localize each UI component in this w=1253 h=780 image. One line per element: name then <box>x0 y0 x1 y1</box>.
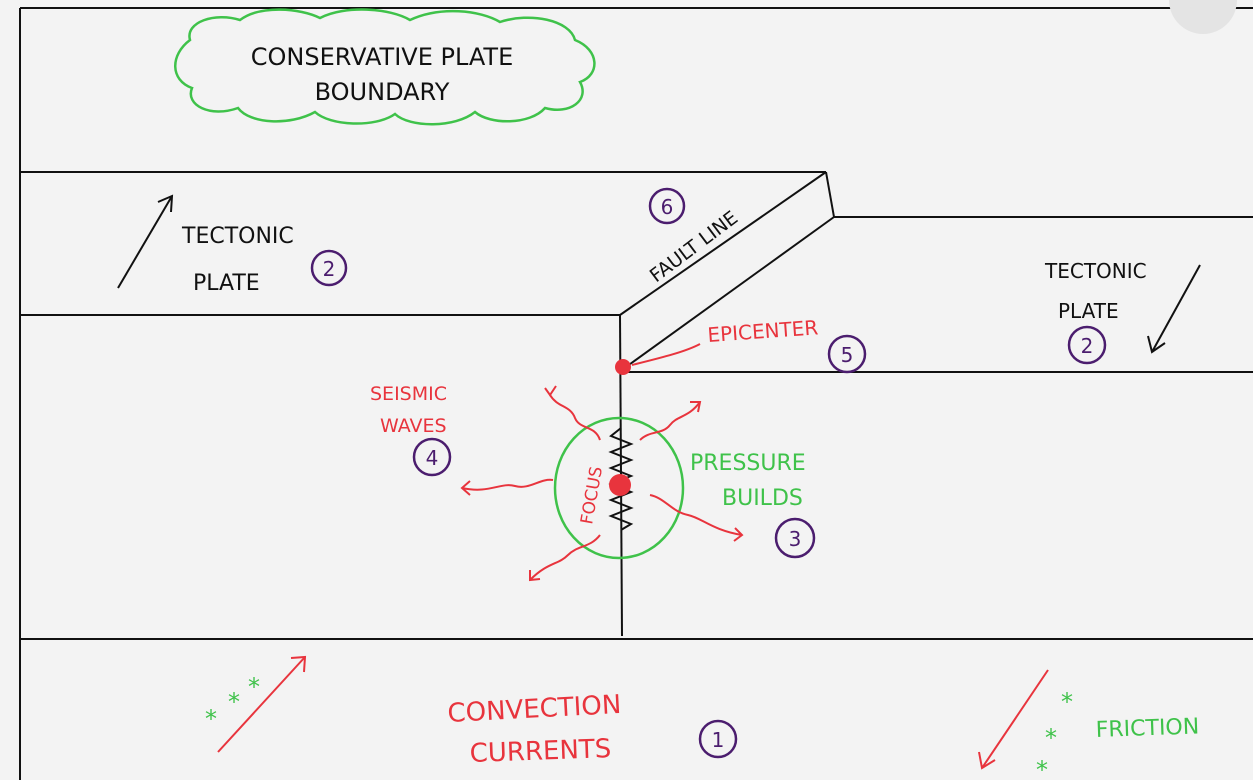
friction-star-left-2: * <box>228 688 240 716</box>
left-plate-label-tectonic: TECTONIC <box>181 224 294 249</box>
right-plate-label-tectonic: TECTONIC <box>1044 259 1147 283</box>
title-cloud <box>174 8 596 126</box>
left-plate-arrow <box>117 195 173 289</box>
convection-number-circle <box>698 719 738 759</box>
waves-number: 4 <box>426 446 439 470</box>
friction-label: FRICTION <box>1095 714 1199 743</box>
corner-shadow <box>1169 0 1237 34</box>
wave-arrow-right-head <box>733 527 744 542</box>
right-plate-number-circle <box>1067 325 1107 365</box>
right-plate-arrow <box>1151 264 1201 353</box>
seismic-wave-arrows <box>460 385 744 582</box>
fault-number-circle <box>648 187 686 225</box>
friction-star-left-3: * <box>248 673 260 701</box>
epicenter-dot <box>615 359 631 375</box>
left-plate-number-circle <box>310 249 348 287</box>
convection-arrow-right <box>981 669 1049 769</box>
fault-number: 6 <box>661 195 674 219</box>
friction-star-right-2: * <box>1045 724 1057 752</box>
fault-plane-lower-edge <box>625 216 835 368</box>
waves-number-circle <box>412 437 452 477</box>
focus-dot <box>609 474 631 496</box>
left-plate-label-plate: PLATE <box>193 271 260 296</box>
right-plate-number: 2 <box>1081 334 1094 358</box>
convection-arrow-left-head <box>290 655 307 673</box>
right-plate-step-edge <box>825 171 835 218</box>
fault-plane-upper-edge <box>619 171 827 316</box>
right-plate-arrow-head <box>1147 335 1166 354</box>
wave-arrow-left-head <box>460 480 471 496</box>
wave-arrow-upper-left <box>549 394 601 441</box>
left-plate-arrow-head <box>157 194 174 213</box>
convection-arrow-left <box>217 656 306 753</box>
pressure-number-circle <box>774 517 816 559</box>
epicenter-pointer-line <box>631 343 701 366</box>
left-plate-number: 2 <box>323 257 336 281</box>
friction-star-right-1: * <box>1061 688 1073 716</box>
wave-arrow-upper-right <box>639 401 701 441</box>
waves-label: WAVES <box>380 415 447 437</box>
builds-label: BUILDS <box>722 486 803 511</box>
wave-arrow-lower-left <box>529 534 601 581</box>
title-line-1: CONSERVATIVE PLATE <box>251 43 514 71</box>
currents-label: CURRENTS <box>469 734 612 769</box>
right-plate-label-plate: PLATE <box>1058 299 1119 323</box>
friction-star-right-3: * <box>1036 756 1048 780</box>
epicenter-number-circle <box>827 334 867 374</box>
convection-arrow-right-head <box>978 751 996 770</box>
pressure-number: 3 <box>789 527 802 551</box>
wave-arrow-right <box>649 494 743 536</box>
pressure-zone-circle <box>553 416 685 560</box>
wave-arrow-upper-right-head <box>690 401 702 413</box>
epicenter-number: 5 <box>841 343 854 367</box>
wave-arrow-left <box>461 478 554 491</box>
friction-star-left-1: * <box>205 705 217 733</box>
wave-arrow-lower-left-head <box>529 570 541 582</box>
title-line-2: BOUNDARY <box>315 78 450 106</box>
pressure-label: PRESSURE <box>690 451 806 476</box>
wave-arrow-upper-left-head <box>544 385 557 397</box>
convection-number: 1 <box>712 728 725 752</box>
seismic-label: SEISMIC <box>370 383 447 405</box>
